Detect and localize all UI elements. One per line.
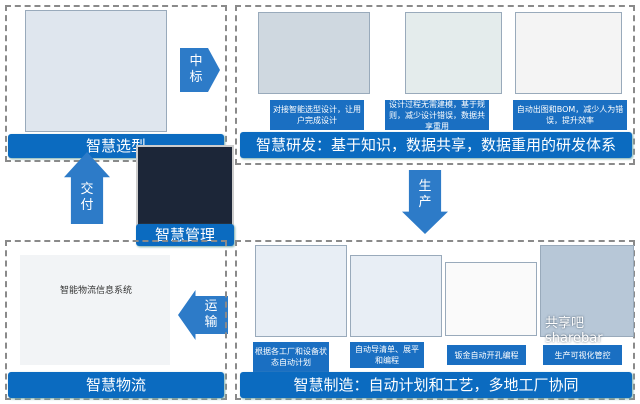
tablet-image [25,10,167,132]
rnd-note: 设计过程无需建模，基于规则，减少设计错误，数据共享重用 [385,100,489,131]
mfg-note: 根据各工厂和设备状态自动计划 [253,342,329,372]
3d-model-image [405,12,502,94]
cad-screenshot [258,12,370,94]
manufacturing-panel [235,240,635,400]
produce-arrow: 生产 [402,170,448,234]
transport-label: 运输 [204,299,218,330]
logistics-system-label: 智能物流信息系统 [60,286,133,296]
drawing-image [515,12,622,94]
management-dashboard [136,145,234,227]
rnd-title: 智慧研发：基于知识，数据共享，数据重用的研发体系 [240,132,632,158]
mfg-note: 钣金自动开孔编程 [447,345,526,365]
rnd-note: 自动出图和BOM，减少人为错误，提升效率 [513,100,627,130]
mfg-note: 自动导清单、展平和编程 [350,342,424,368]
rnd-note: 对接智能选型设计，让用户完成设计 [270,100,364,130]
deliver-arrow: 交付 [64,152,110,224]
rnd-panel [235,5,635,165]
logistics-panel [5,240,227,400]
logistics-devices-image [20,255,170,365]
bid-label: 中标 [189,54,203,85]
plan-screenshot [255,245,347,337]
factory-photo [540,245,634,337]
bom-screenshot [350,255,442,337]
logistics-title: 智慧物流 [8,372,224,398]
mfg-note: 生产可视化管控 [543,345,622,365]
deliver-label: 交付 [80,182,94,213]
watermark: 共享吧sharebar [545,316,603,346]
selection-panel [5,5,227,162]
sheetmetal-drawing [445,262,537,336]
manufacturing-title: 智慧制造：自动计划和工艺，多地工厂协同 [240,372,632,398]
produce-label: 生产 [418,179,432,210]
